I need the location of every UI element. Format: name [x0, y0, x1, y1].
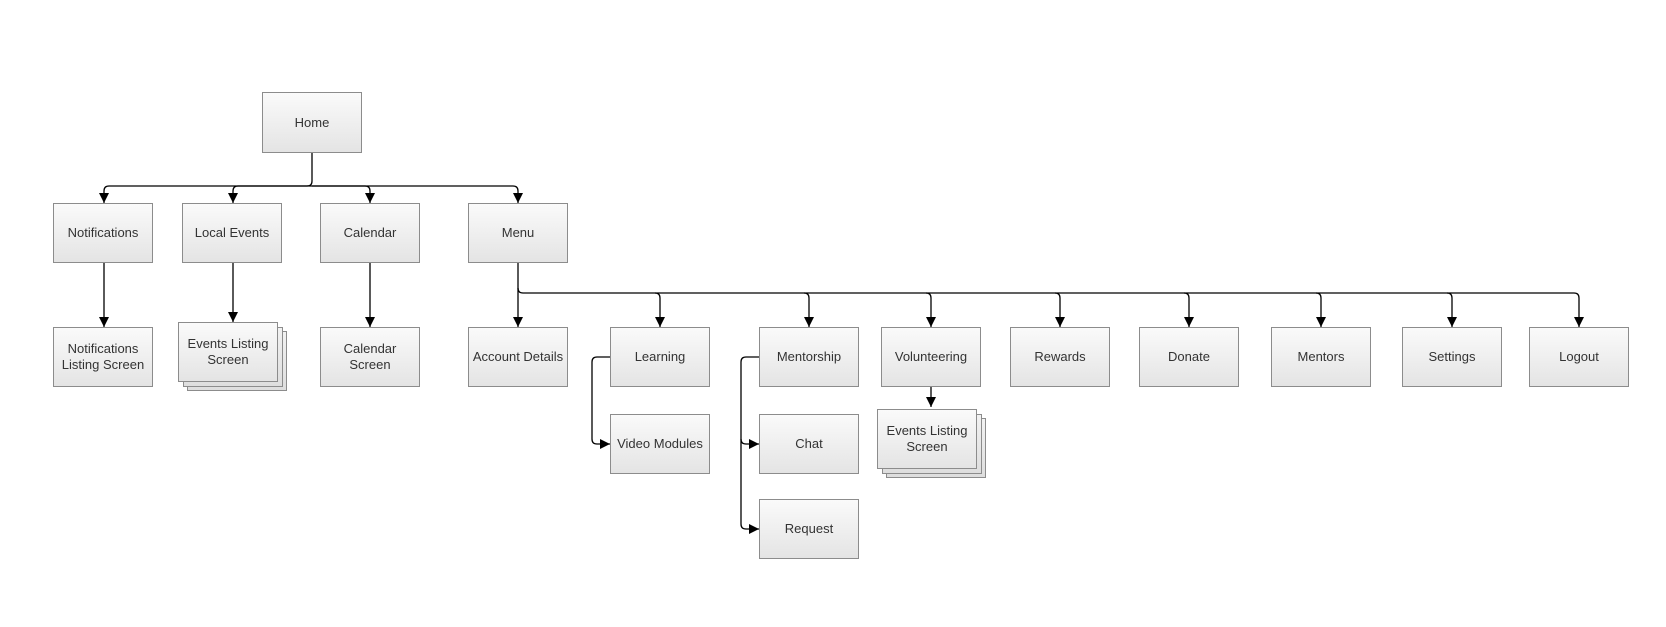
node-label: Request [784, 521, 834, 536]
connector-learning-video-modules [591, 356, 610, 449]
connector-mentorship-chat-request [740, 356, 759, 534]
connector-mentorship-chat [740, 438, 759, 449]
connector-menu-mentorship [803, 292, 814, 327]
node-calendar[interactable]: Calendar [320, 203, 420, 263]
node-rewards[interactable]: Rewards [1010, 327, 1110, 387]
node-label: Menu [501, 225, 535, 240]
node-label: Donate [1168, 349, 1210, 364]
node-local-events[interactable]: Local Events [182, 203, 282, 263]
node-volunteering[interactable]: Volunteering [881, 327, 981, 387]
node-label: Home [294, 114, 330, 130]
node-settings[interactable]: Settings [1402, 327, 1502, 387]
node-chat[interactable]: Chat [759, 414, 859, 474]
connector-home-trunk [99, 153, 313, 203]
node-label: Notifications Listing Screen [61, 341, 145, 372]
node-label: Calendar [343, 225, 397, 240]
connector-menu-rewards [1054, 292, 1065, 327]
node-logout[interactable]: Logout [1529, 327, 1629, 387]
connector-home-menu [312, 185, 523, 203]
node-label: Learning [634, 349, 686, 364]
node-volunteering-events-listing-screen[interactable]: Events Listing Screen [877, 409, 977, 469]
connector-menu-settings [1446, 292, 1457, 327]
connector-menu-volunteering [925, 292, 936, 327]
node-label: Events Listing Screen [187, 336, 269, 367]
connector-menu-bus [517, 287, 1584, 327]
node-account-details[interactable]: Account Details [468, 327, 568, 387]
node-mentors[interactable]: Mentors [1271, 327, 1371, 387]
node-video-modules[interactable]: Video Modules [610, 414, 710, 474]
node-request[interactable]: Request [759, 499, 859, 559]
node-label: Rewards [1034, 349, 1086, 364]
node-learning[interactable]: Learning [610, 327, 710, 387]
node-label: Volunteering [894, 349, 968, 364]
node-menu[interactable]: Menu [468, 203, 568, 263]
node-notifications[interactable]: Notifications [53, 203, 153, 263]
connector-home-calendar [312, 185, 375, 203]
connector-menu-learning [654, 292, 665, 327]
node-label: Events Listing Screen [886, 423, 968, 454]
node-calendar-screen[interactable]: Calendar Screen [320, 327, 420, 387]
node-label: Account Details [472, 349, 564, 364]
node-label: Video Modules [617, 436, 703, 451]
node-donate[interactable]: Donate [1139, 327, 1239, 387]
connector-menu-mentors [1315, 292, 1326, 327]
node-label: Notifications [67, 225, 139, 240]
node-label: Logout [1559, 349, 1599, 364]
node-label: Mentors [1297, 349, 1345, 364]
connector-home-local-events [228, 185, 312, 203]
node-label: Mentorship [776, 349, 842, 364]
connector-menu-donate [1183, 292, 1194, 327]
node-home[interactable]: Home [262, 92, 362, 153]
node-label: Local Events [194, 225, 270, 240]
node-label: Calendar Screen [343, 341, 397, 372]
node-label: Settings [1428, 349, 1476, 364]
node-mentorship[interactable]: Mentorship [759, 327, 859, 387]
node-events-listing-screen[interactable]: Events Listing Screen [178, 322, 278, 382]
node-label: Chat [795, 436, 823, 451]
node-notifications-listing-screen[interactable]: Notifications Listing Screen [53, 327, 153, 387]
